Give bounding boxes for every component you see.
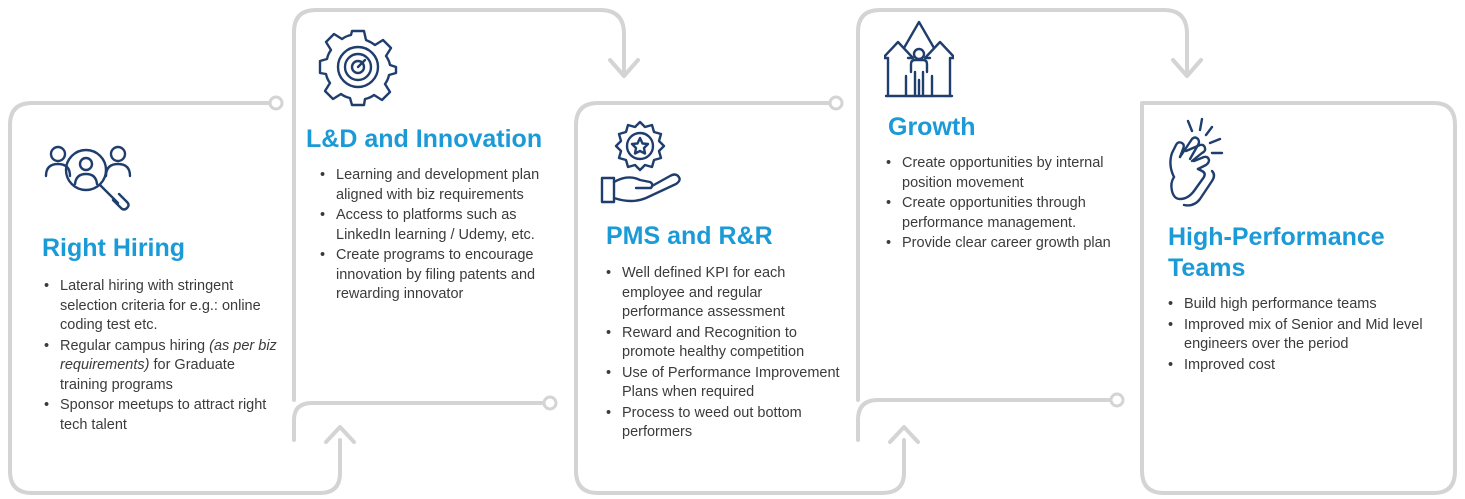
list-item: Well defined KPI for each employee and r… xyxy=(606,264,846,323)
list-item: Regular campus hiring (as per biz requir… xyxy=(44,337,284,396)
card-4-top xyxy=(856,8,1189,105)
card-4-border xyxy=(856,398,1112,442)
gear-target-icon xyxy=(318,29,398,107)
list-item: Build high performance teams xyxy=(1168,295,1438,315)
list-item: Provide clear career growth plan xyxy=(886,234,1126,254)
clapping-hands-icon xyxy=(1169,117,1224,207)
up-arrow-1-head xyxy=(324,425,356,444)
list-item: Access to platforms such as LinkedIn lea… xyxy=(320,206,570,245)
award-hand-icon xyxy=(600,120,681,204)
list-item: Create programs to encourage innovation … xyxy=(320,246,570,305)
card-1-border xyxy=(8,101,342,495)
list-item: Lateral hiring with stringent selection … xyxy=(44,277,284,336)
up-arrow-2-head xyxy=(888,425,920,444)
joint-circle-2 xyxy=(542,395,558,411)
down-arrow-1-head xyxy=(608,58,640,78)
list-item: Use of Performance Improvement Plans whe… xyxy=(606,364,846,403)
card-bullets-growth: Create opportunities by internal positio… xyxy=(886,154,1126,255)
list-item: Process to weed out bottom performers xyxy=(606,404,846,443)
card-title-right-hiring: Right Hiring xyxy=(42,234,186,262)
card-bullets-pms-rr: Well defined KPI for each employee and r… xyxy=(606,264,846,444)
list-item: Reward and Recognition to promote health… xyxy=(606,324,846,363)
recruitment-search-icon xyxy=(44,145,132,211)
bullet-text: for Graduate training programs xyxy=(60,357,235,393)
list-item: Improved mix of Senior and Mid level eng… xyxy=(1168,316,1438,355)
card-3-border xyxy=(574,101,906,495)
joint-circle-3 xyxy=(828,95,844,111)
list-item: Improved cost xyxy=(1168,356,1438,376)
card-title-pms-rr: PMS and R&R xyxy=(606,222,773,250)
card-bullets-right-hiring: Lateral hiring with stringent selection … xyxy=(44,277,284,436)
joint-circle-4 xyxy=(1109,392,1125,408)
list-item: Sponsor meetups to attract right tech ta… xyxy=(44,396,284,435)
joint-circle-1 xyxy=(268,95,284,111)
card-2-border xyxy=(292,401,544,442)
list-item: Learning and development plan aligned wi… xyxy=(320,166,570,205)
card-2-top xyxy=(292,8,626,105)
list-item: Create opportunities by internal positio… xyxy=(886,154,1126,193)
down-arrow-2-head xyxy=(1171,58,1203,78)
card-bullets-ld-innovation: Learning and development plan aligned wi… xyxy=(320,166,570,306)
card-5-border xyxy=(1140,101,1457,495)
card-title-high-performance-teams: High-Performance Teams xyxy=(1168,223,1385,282)
card-title-ld-innovation: L&D and Innovation xyxy=(306,125,543,153)
career-growth-arrows-icon xyxy=(884,20,954,98)
bullet-emphasis: (as per biz requirements) xyxy=(60,337,277,374)
card-bullets-high-performance-teams: Build high performance teams Improved mi… xyxy=(1168,295,1438,376)
list-item: Create opportunities through performance… xyxy=(886,194,1126,233)
card-title-growth: Growth xyxy=(888,113,976,141)
bullet-text: Regular campus hiring xyxy=(60,337,210,354)
